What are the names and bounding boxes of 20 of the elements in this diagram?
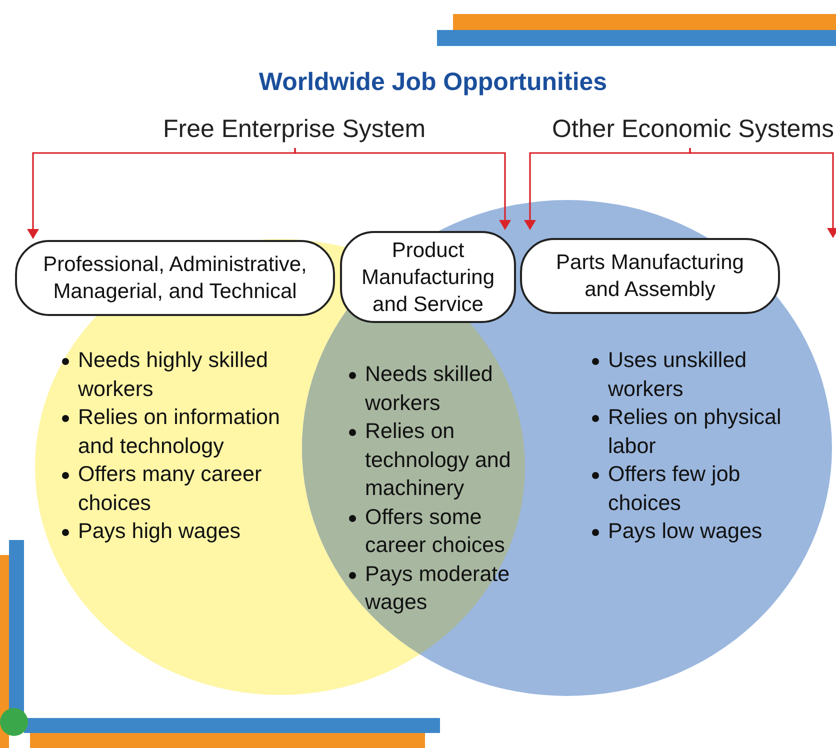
arrow [689,148,836,238]
category-box: Parts Manufacturing and Assembly [520,238,780,314]
bullet-item: Pays low wages [608,519,762,543]
category-box: Professional, Administrative, Managerial, and Technical [15,240,335,316]
bullet-item: Offers some career choices [365,504,505,557]
system-label: Free Enterprise System [163,115,426,144]
bullet-item: Relies on physical labor [608,405,782,458]
bullet-item: Needs highly skilled workers [78,348,268,400]
bullet-item: Pays high wages [78,519,241,543]
arrow [294,148,511,230]
title: Worldwide Job Opportunities [258,68,608,97]
bullet-item: Offers few job choices [608,462,740,514]
bullet-item: Uses unskilled workers [608,348,747,400]
bullet-item: Offers many career choices [78,462,262,514]
bullet-item: Needs skilled workers [365,362,493,414]
bullet-item: Relies on technology and machinery [365,419,511,500]
bullet-item: Pays moderate wages [365,562,510,614]
system-label: Other Economic Systems [552,115,834,144]
category-box: Product Manufacturing and Service [340,231,516,323]
bullet-item: Relies on information and technology [78,405,280,458]
